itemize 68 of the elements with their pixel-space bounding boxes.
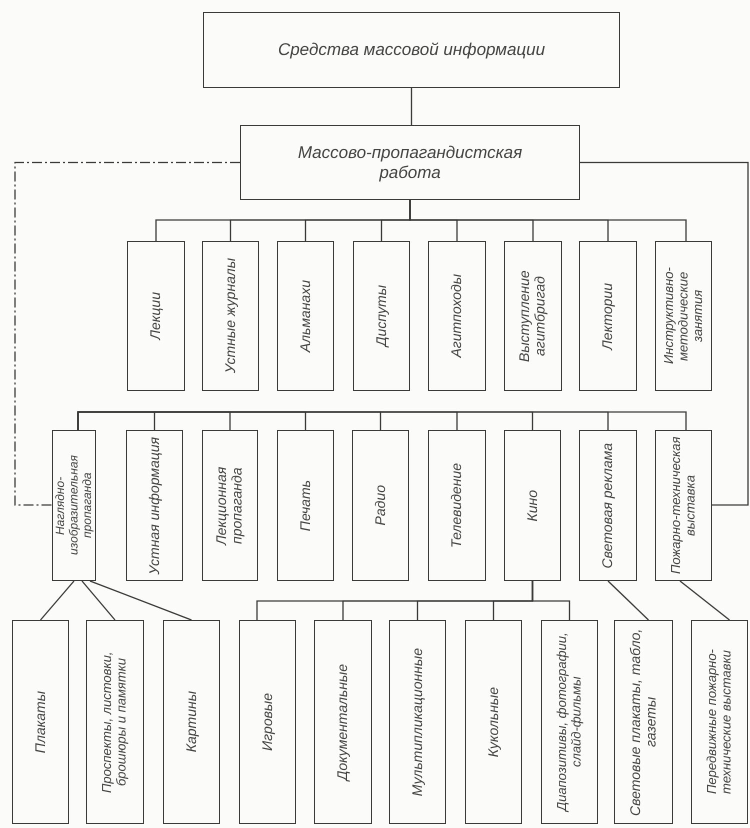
category-box: [655, 430, 712, 581]
node-label: Альманахи: [298, 280, 314, 352]
category-box: [428, 430, 486, 581]
node-label: Пожарно-техническая выставка: [668, 436, 698, 576]
category-box: [352, 430, 409, 581]
connector-line: [410, 88, 412, 125]
node-label: Световые плакаты, табло, газеты: [628, 627, 660, 818]
node-label: Массово-пропагандистская работа: [296, 143, 524, 182]
node-label: Диапозитивы, фотографии, слайд-фильмы: [554, 632, 584, 814]
category-box: [691, 620, 748, 824]
category-box: [202, 430, 258, 581]
category-box: [579, 430, 637, 581]
category-box: [428, 241, 486, 391]
connector-line: [82, 580, 116, 620]
connector-line: [14, 162, 240, 506]
node-label: Устная информация: [146, 436, 162, 574]
category-box: [655, 241, 712, 391]
node-label: Кино: [524, 490, 540, 522]
node-label: Плакаты: [32, 690, 48, 754]
category-box: [126, 430, 183, 581]
node-label: Картины: [184, 691, 200, 753]
node-label: Печать: [298, 480, 314, 532]
category-box: [614, 620, 673, 824]
category-box: [504, 241, 562, 391]
category-box: [277, 430, 334, 581]
category-box: [202, 241, 259, 391]
node-label: Лекции: [148, 292, 164, 340]
node-label: Лекционная пропаганда: [214, 465, 246, 548]
node-label: Инструктивно-методические занятия: [662, 266, 706, 366]
category-box: [314, 620, 372, 824]
category-box: [579, 241, 637, 391]
node-label: Проспекты, листовки, брошюры и памятки: [100, 650, 130, 795]
connector-line: [409, 200, 687, 241]
category-box: [127, 241, 185, 391]
node-label: Выступление агитбригад: [517, 269, 549, 364]
category-box: [389, 620, 446, 824]
node-label: Передвижные пожарно-технические выставки: [704, 648, 734, 796]
node-label: Наглядно-изобразительная пропаганда: [54, 454, 94, 558]
category-box: [163, 620, 220, 824]
category-box: [353, 241, 410, 391]
category-box: [240, 125, 580, 200]
node-label: Устные журналы: [222, 258, 238, 374]
category-box: [52, 430, 96, 581]
node-label: Кукольные: [486, 686, 502, 758]
connector-line: [532, 581, 570, 620]
connector-line: [90, 580, 192, 621]
category-box: [541, 620, 598, 824]
node-label: Мультипликационные: [410, 648, 426, 796]
node-label: Документальные: [335, 664, 351, 780]
category-box: [86, 620, 144, 824]
category-box: [12, 620, 69, 824]
node-label: Агитпоходы: [449, 274, 465, 358]
node-label: Световая реклама: [600, 442, 616, 568]
connector-line: [608, 580, 649, 620]
category-box: [465, 620, 522, 824]
node-label: Диспуты: [374, 285, 390, 347]
connector-line: [680, 580, 730, 621]
category-box: [203, 12, 620, 88]
connector-line: [580, 162, 749, 506]
node-label: Телевидение: [449, 463, 465, 548]
node-label: Радио: [372, 485, 388, 526]
category-box: [504, 430, 561, 581]
node-label: Игровые: [260, 693, 276, 751]
node-label: Средства массовой информации: [278, 40, 546, 60]
connector-line: [40, 580, 74, 620]
category-box: [239, 620, 296, 824]
category-box: [277, 241, 334, 391]
node-label: Лектории: [600, 282, 616, 350]
